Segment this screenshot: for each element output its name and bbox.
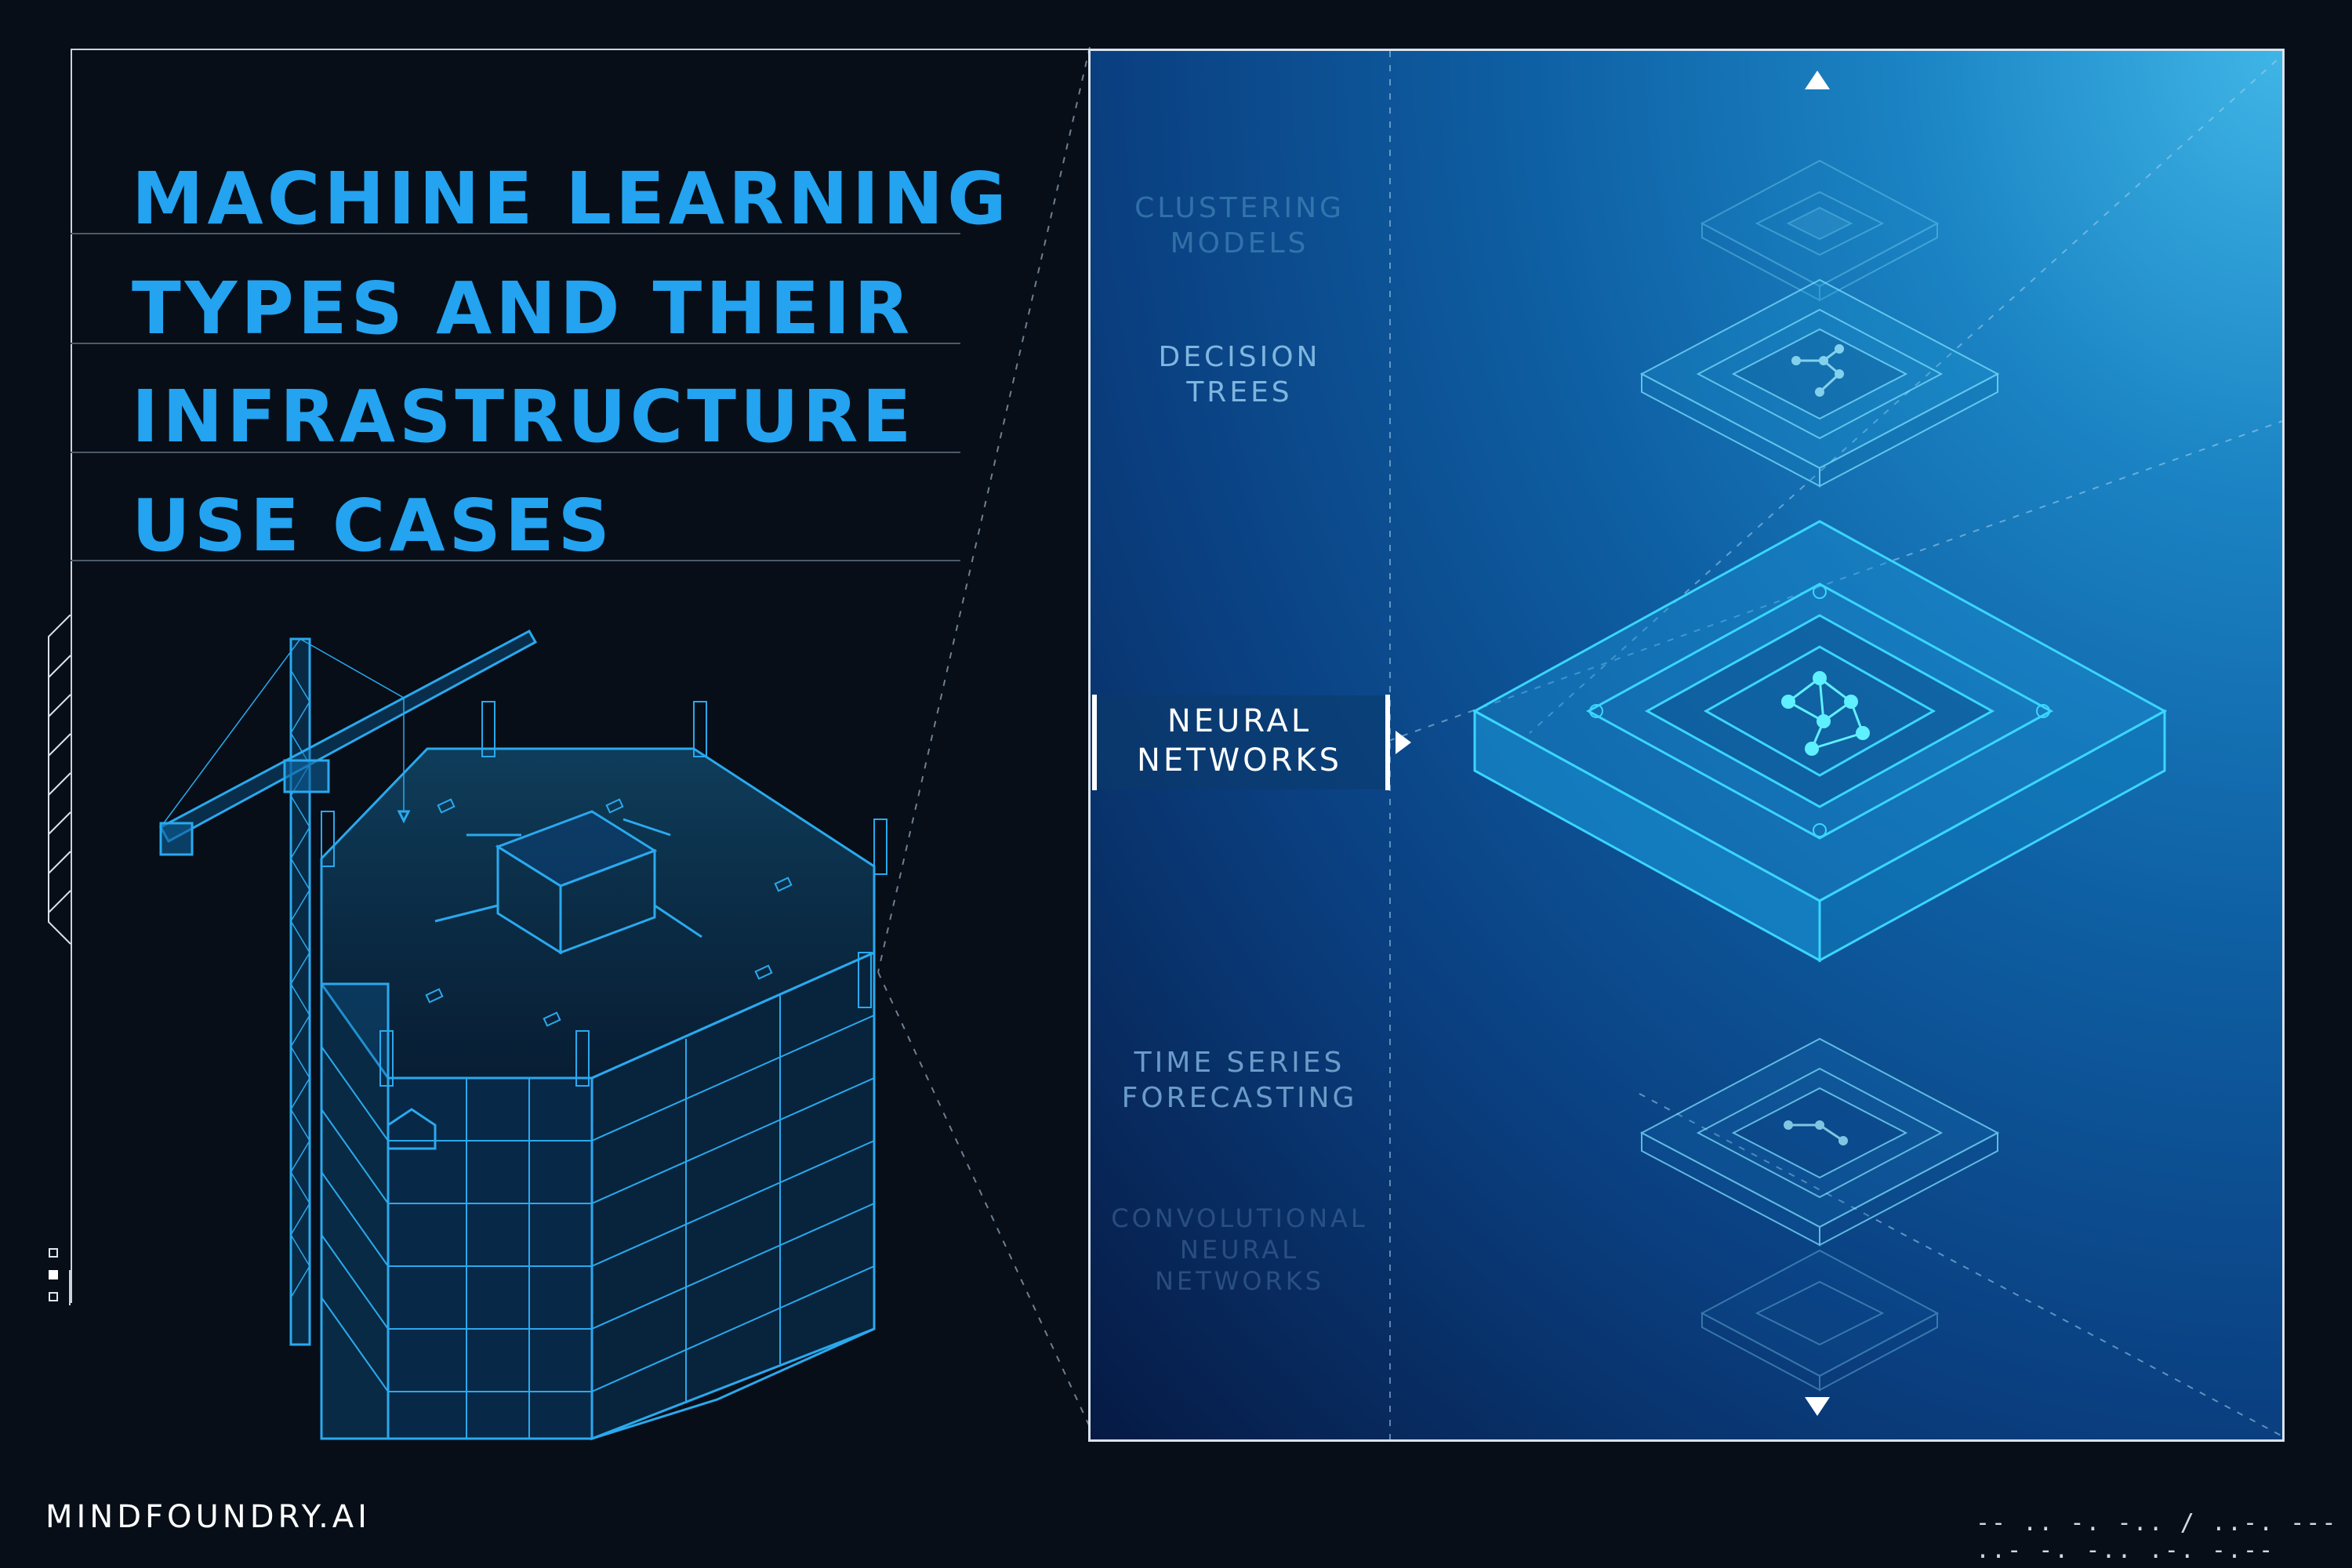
title-rule xyxy=(71,233,960,234)
model-selector-panel xyxy=(1088,49,2285,1442)
page-dot[interactable] xyxy=(49,1292,58,1301)
chip-clustering-icon xyxy=(1700,159,1940,302)
chip-neural-networks-icon xyxy=(1472,520,2168,963)
triangle-down-icon[interactable] xyxy=(1803,1396,1831,1417)
connector-lines xyxy=(877,47,1091,1427)
menu-item-decision-trees[interactable]: DECISION TREES xyxy=(1158,341,1321,408)
left-frame xyxy=(71,49,1090,1303)
frame-tick xyxy=(69,1270,71,1305)
menu-item-neural-networks[interactable]: NEURAL NETWORKS xyxy=(1136,703,1343,779)
chip-convolutional-icon xyxy=(1700,1249,1940,1392)
menu-bracket-right xyxy=(1385,695,1390,790)
title-rule xyxy=(71,343,960,344)
title-line-2: TYPES AND THEIR xyxy=(132,267,914,350)
triangle-up-icon[interactable] xyxy=(1803,69,1831,91)
building-wireframe-icon xyxy=(158,629,887,1441)
pagination-dots xyxy=(49,1248,58,1301)
title-line-4: USE CASES xyxy=(132,484,614,568)
title-line-3: INFRASTRUCTURE xyxy=(132,375,916,459)
title-line-1: MACHINE LEARNING xyxy=(132,157,1011,241)
menu-item-time-series[interactable]: TIME SERIES FORECASTING xyxy=(1121,1047,1358,1114)
side-ruler-icon xyxy=(48,615,71,945)
triangle-right-icon xyxy=(1396,731,1411,754)
morse-code-text: -- .. -. -.. / ..-. --- ..- -. -.. .-. -… xyxy=(1976,1509,2338,1564)
menu-item-clustering[interactable]: CLUSTERING MODELS xyxy=(1134,192,1345,260)
chip-stack xyxy=(1472,159,2168,1392)
title-rule xyxy=(71,452,960,453)
chip-time-series-icon xyxy=(1639,1037,2000,1247)
menu-item-convolutional[interactable]: CONVOLUTIONAL NEURAL NETWORKS xyxy=(1111,1203,1368,1296)
chip-decision-trees-icon xyxy=(1639,278,2000,488)
title-rule xyxy=(71,560,960,561)
page-dot[interactable] xyxy=(49,1248,58,1258)
brand-logo-text[interactable]: MINDFOUNDRY.AI xyxy=(45,1499,371,1535)
menu-active-highlight xyxy=(1092,695,1390,789)
page-dot-active[interactable] xyxy=(49,1270,58,1279)
menu-bracket-left xyxy=(1092,695,1097,790)
